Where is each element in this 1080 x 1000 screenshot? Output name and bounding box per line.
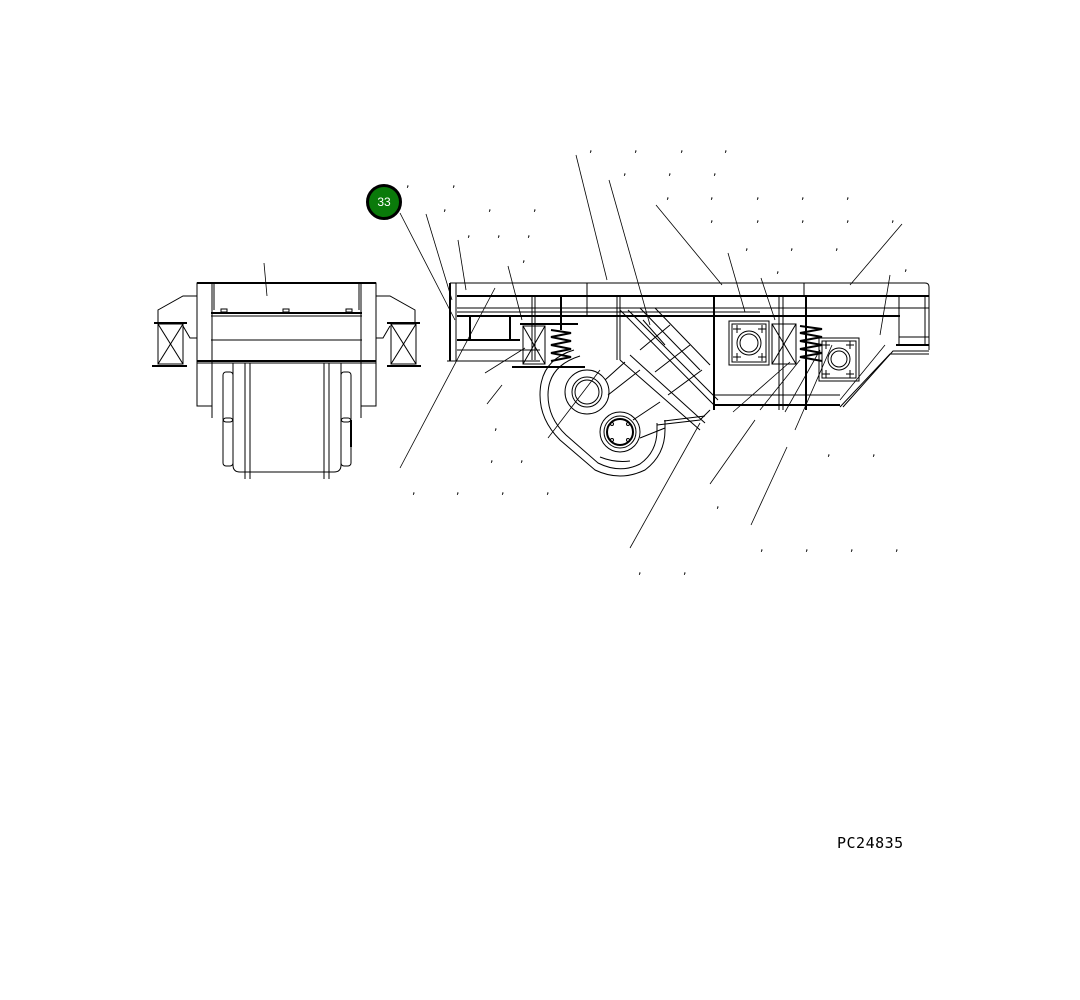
callout-label: 33 [377,195,391,209]
svg-text:,: , [668,165,672,178]
svg-text:,: , [745,240,749,253]
svg-text:,: , [827,446,831,459]
svg-text:,: , [891,212,895,225]
svg-text:,: , [533,201,537,214]
svg-text:,: , [801,212,805,225]
svg-text:,: , [634,142,638,155]
drawing-id: PC24835 [837,834,904,852]
svg-text:,: , [490,452,494,465]
svg-text:,: , [467,227,471,240]
svg-text:,: , [683,564,687,577]
svg-text:,: , [710,189,714,202]
svg-text:,: , [904,261,908,274]
svg-text:,: , [406,177,410,190]
svg-text:,: , [452,177,456,190]
svg-text:,: , [638,564,642,577]
svg-text:,: , [850,541,854,554]
svg-text:,: , [412,484,416,497]
svg-text:,: , [522,252,526,265]
svg-text:,: , [716,498,720,511]
leader-lines [399,154,903,549]
svg-text:,: , [501,484,505,497]
svg-text:,: , [589,142,593,155]
callout-badge-33[interactable]: 33 [366,184,402,220]
svg-text:,: , [710,212,714,225]
svg-text:,: , [776,263,780,276]
svg-text:,: , [835,240,839,253]
svg-text:,: , [546,484,550,497]
svg-text:,: , [895,541,899,554]
svg-text:,: , [756,189,760,202]
svg-text:,: , [760,541,764,554]
svg-text:,: , [488,201,492,214]
svg-text:,: , [805,541,809,554]
svg-text:,: , [801,189,805,202]
svg-text:,: , [756,212,760,225]
svg-text:,: , [494,420,498,433]
svg-text:,: , [846,189,850,202]
side-view [447,282,930,477]
svg-text:,: , [872,446,876,459]
end-view [152,262,421,479]
svg-text:,: , [456,484,460,497]
svg-text:,: , [443,201,447,214]
svg-text:,: , [790,240,794,253]
svg-text:,: , [724,142,728,155]
svg-text:,: , [497,227,501,240]
svg-text:,: , [680,142,684,155]
svg-text:,: , [713,165,717,178]
svg-text:,: , [527,227,531,240]
label-marks: ,,,, ,,, ,, ,,,,, ,,, ,,,,, ,,, ,,, , ,,… [406,142,908,577]
svg-text:,: , [666,189,670,202]
svg-text:,: , [520,452,524,465]
svg-text:,: , [623,165,627,178]
svg-text:,: , [846,212,850,225]
